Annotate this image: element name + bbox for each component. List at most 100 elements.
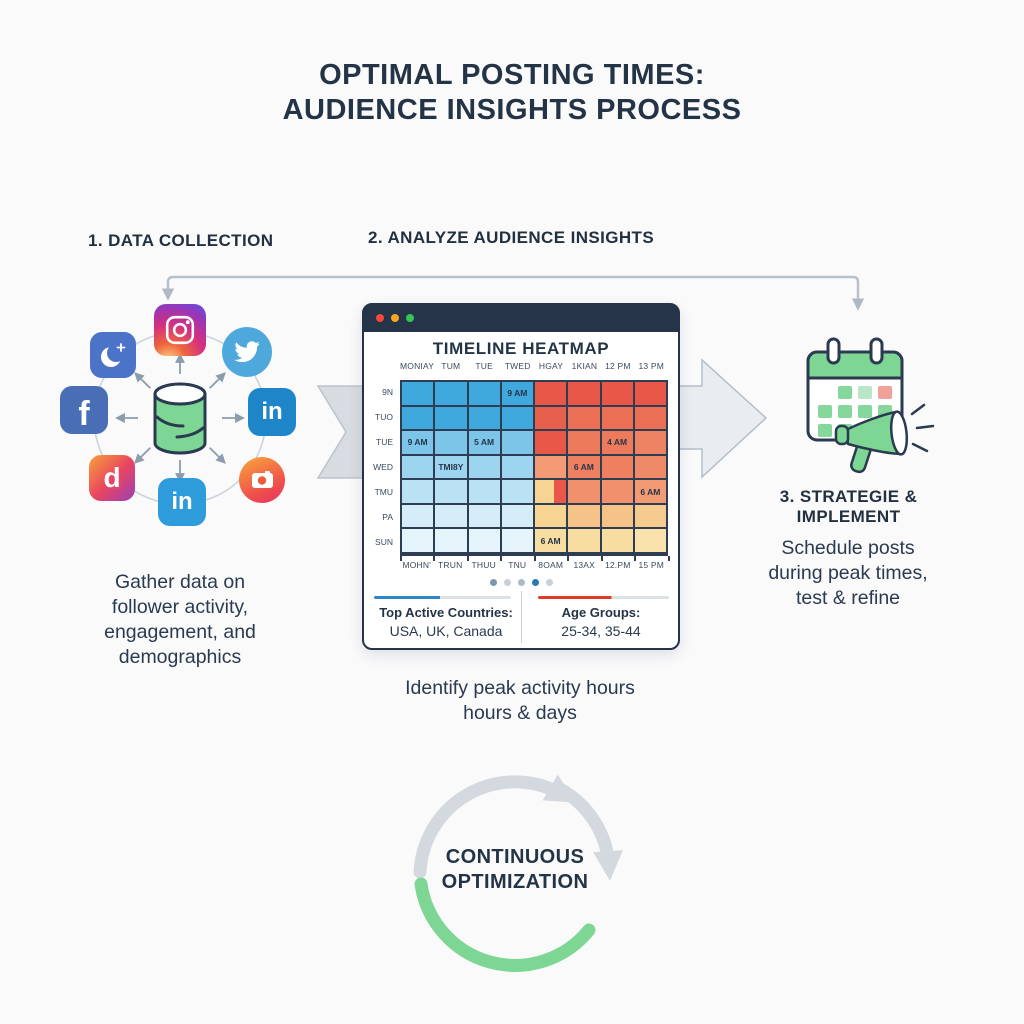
pagination-dot[interactable]	[517, 579, 525, 586]
heatmap-cell	[601, 504, 633, 528]
heatmap-cell	[568, 406, 600, 430]
age-rule	[538, 596, 669, 599]
heatmap-cell	[435, 382, 467, 405]
twitter-icon	[222, 327, 272, 377]
column-header: 13 PM	[638, 361, 665, 371]
pagination-dot[interactable]	[489, 579, 497, 586]
axis-tick	[667, 556, 670, 561]
heatmap-cell: 9 AM	[402, 431, 434, 454]
column-header: HGAY	[538, 361, 564, 371]
heatmap-cell: 6 AM	[568, 455, 600, 479]
heatmap-cell	[501, 406, 533, 430]
heatmap-cell	[568, 431, 600, 454]
heatmap-title: TIMELINE HEATMAP	[432, 339, 610, 358]
column-header: 12.PM	[604, 560, 631, 570]
row-label: TMU	[374, 486, 393, 497]
cycle-label: CONTINUOUS OPTIMIZATION	[441, 846, 589, 893]
pagination-dot[interactable]	[503, 579, 511, 586]
heatmap-cell	[402, 504, 434, 528]
heatmap-cell: 4 AM	[601, 431, 633, 454]
heatmap-cell	[501, 431, 533, 454]
heatmap-cell	[468, 455, 500, 479]
axis-tick	[567, 556, 570, 561]
heatmap-cell	[601, 480, 633, 503]
heatmap-cell	[402, 480, 434, 503]
camera-icon	[239, 457, 285, 503]
column-header: THUU	[471, 560, 496, 570]
footer-divider	[521, 591, 522, 643]
column-header: 13AX	[573, 560, 596, 570]
step1-caption: Gather data on follower activity, engage…	[104, 571, 256, 668]
countries-value: USA, UK, Canada	[389, 623, 503, 639]
minimize-window-dot[interactable]	[391, 314, 399, 322]
row-label: TUE	[376, 437, 393, 448]
row-label: PA	[382, 511, 393, 522]
axis-tick	[433, 556, 436, 561]
pagination-dot[interactable]	[545, 579, 553, 586]
window-titlebar	[363, 304, 679, 332]
axis-tick	[600, 556, 603, 561]
heatmap-cell	[634, 455, 666, 479]
heatmap-cell	[535, 382, 567, 405]
heatmap-cell	[601, 406, 633, 430]
heatmap-cell	[601, 529, 633, 552]
linkedin-glyph: in	[261, 398, 283, 425]
heatmap-cell	[468, 480, 500, 503]
countries-rule	[374, 596, 511, 599]
heatmap-cell	[601, 455, 633, 479]
axis-tick	[466, 556, 469, 561]
heatmap-cell	[402, 529, 434, 552]
column-header: 1KIAN	[571, 361, 598, 371]
heatmap-cell: 5 AM	[468, 431, 500, 454]
axis-tick	[400, 556, 402, 561]
countries-label: Top Active Countries:	[379, 605, 513, 620]
heatmap-cell	[501, 504, 533, 528]
facebook-icon: f	[60, 386, 108, 434]
column-header: 15 PM	[638, 560, 665, 570]
heatmap-cell	[435, 406, 467, 430]
column-header: TUE	[475, 361, 494, 371]
row-label: TUO	[375, 412, 393, 423]
close-window-dot[interactable]	[376, 314, 384, 322]
pagination-dots	[364, 579, 678, 586]
heatmap-cell	[402, 406, 434, 430]
page-title: OPTIMAL POSTING TIMES: AUDIENCE INSIGHTS…	[282, 59, 742, 127]
maximize-window-dot[interactable]	[406, 314, 414, 322]
heatmap-cell	[468, 382, 500, 405]
heatmap-cell	[535, 480, 567, 503]
heatmap-cell	[435, 431, 467, 454]
heatmap-cell	[501, 480, 533, 503]
heatmap-cell	[435, 480, 467, 503]
heatmap-cell	[435, 529, 467, 552]
night-mode-icon	[90, 332, 136, 378]
column-header: MONIAY	[400, 361, 435, 371]
column-header: TRUN	[438, 560, 463, 570]
heatmap-cell	[568, 480, 600, 503]
tiktok-glyph: d	[103, 462, 121, 493]
age-label: Age Groups:	[561, 605, 641, 620]
column-header: 12 PM	[605, 361, 631, 371]
heatmap-cell	[435, 504, 467, 528]
column-header: 8OAM	[538, 560, 564, 570]
age-groups: Age Groups: 25-34, 35-44	[530, 605, 672, 639]
heatmap-cell	[634, 504, 666, 528]
column-header: TNU	[508, 560, 527, 570]
heatmap-cell: 6 AM	[634, 480, 666, 503]
tiktok-icon: d	[89, 455, 135, 501]
heatmap-cell	[634, 406, 666, 430]
row-label: WED	[373, 461, 393, 472]
heatmap-cell	[402, 455, 434, 479]
pagination-dot[interactable]	[531, 579, 539, 586]
calendar-megaphone-icon	[806, 337, 935, 474]
heatmap-cell	[535, 504, 567, 528]
heatmap-cell	[634, 431, 666, 454]
heatmap-cell: 6 AM	[535, 529, 567, 552]
heatmap-cell	[501, 529, 533, 552]
age-value: 25-34, 35-44	[561, 623, 641, 639]
heatmap-cell	[501, 455, 533, 479]
